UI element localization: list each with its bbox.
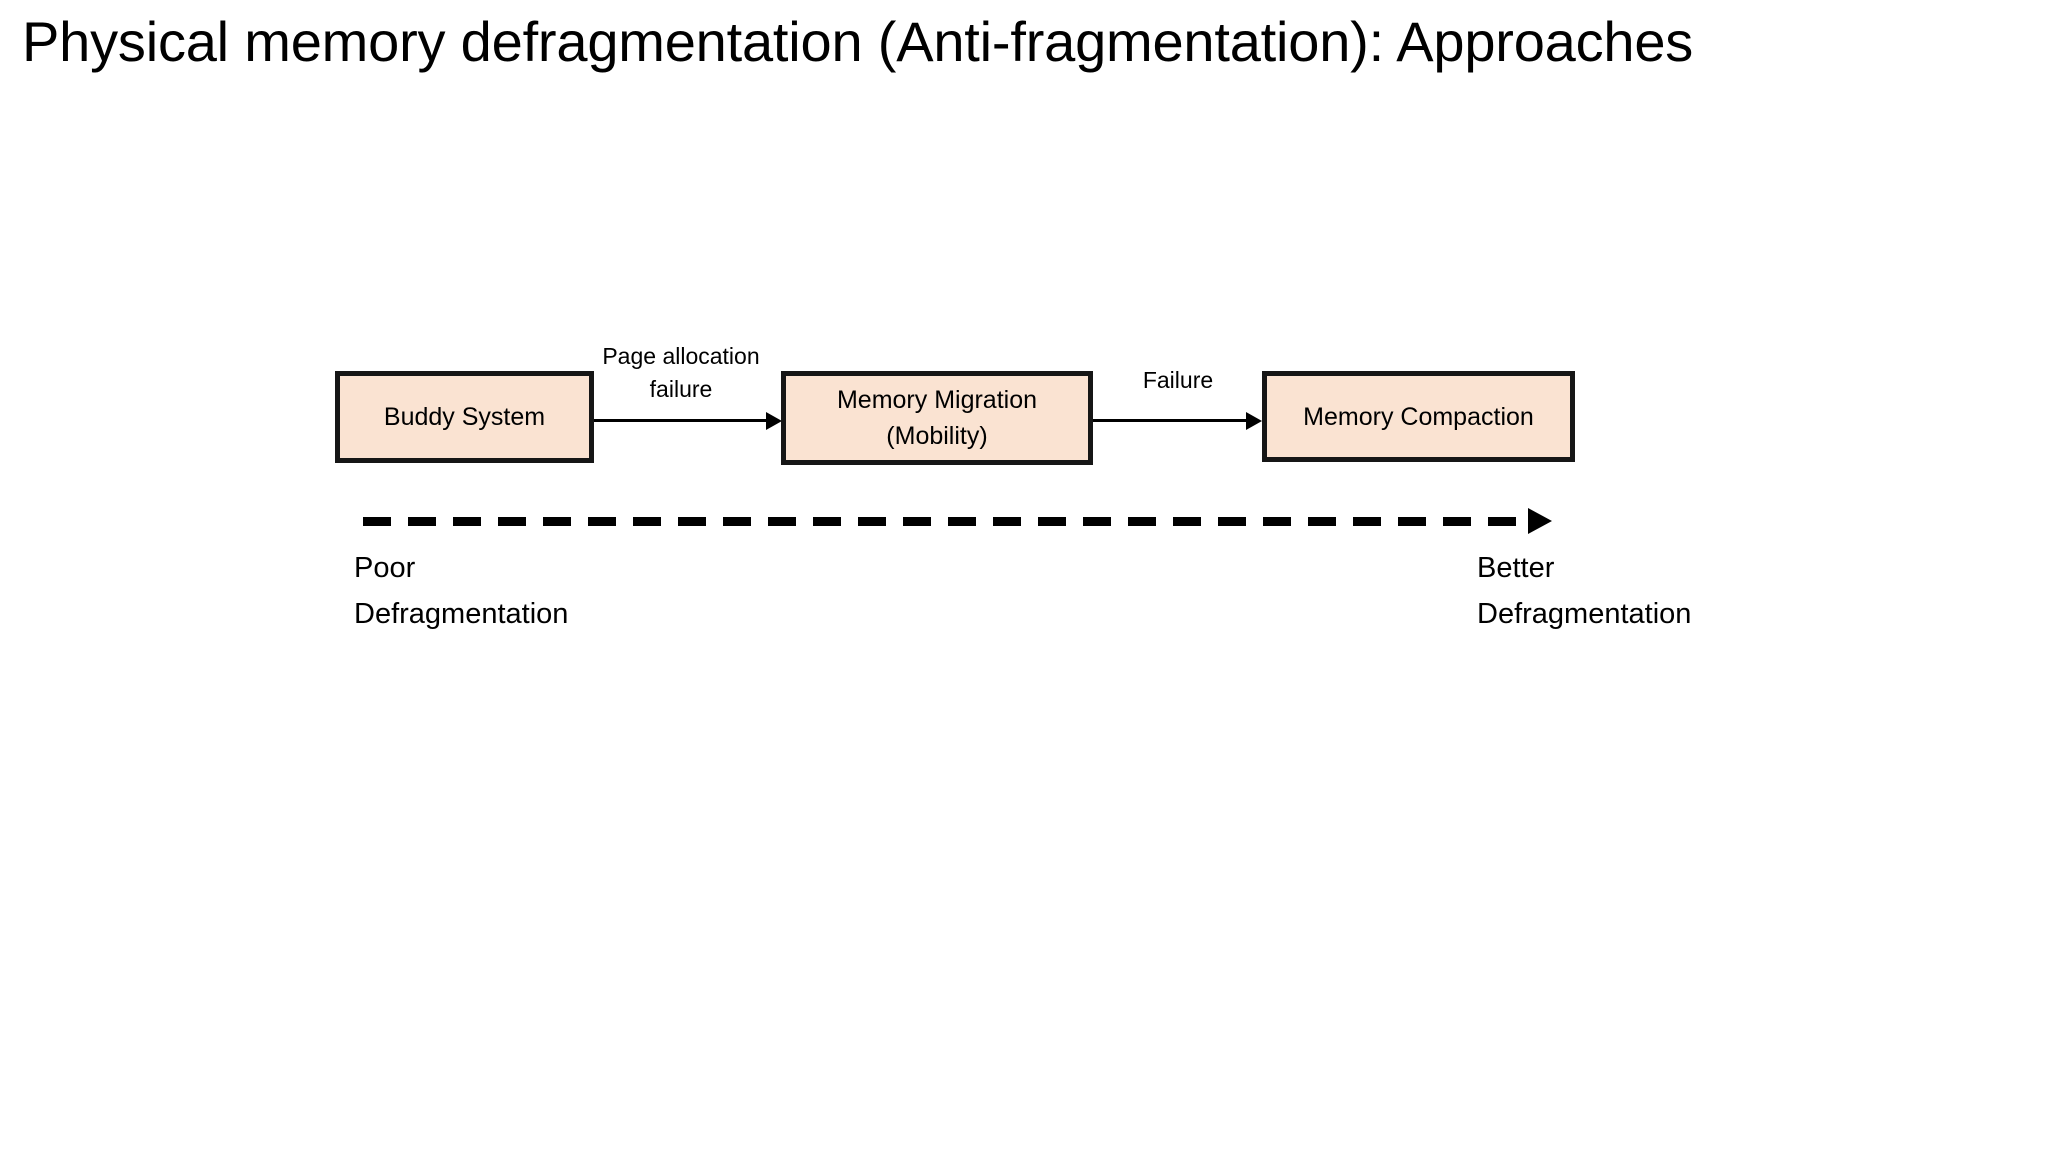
spectrum-caption-poor-defragmentation: Poor Defragmentation — [354, 552, 569, 630]
arrowhead-icon-migration-to-compaction — [1246, 412, 1262, 430]
edge-label-page-allocation-failure: Page allocation failure — [602, 343, 760, 402]
spectrum-arrowhead-icon — [1528, 508, 1552, 534]
flow-box-buddy-system[interactable]: Buddy System — [335, 371, 594, 463]
connector-line-migration-to-compaction — [1093, 419, 1248, 422]
flow-box-memory-migration[interactable]: Memory Migration (Mobility) — [781, 371, 1093, 465]
arrowhead-icon-buddy-to-migration — [766, 412, 782, 430]
flow-box-label: Buddy System — [383, 403, 546, 431]
edge-label-failure: Failure — [1142, 367, 1214, 393]
connector-line-buddy-to-migration — [594, 419, 768, 422]
flow-box-label: Memory Migration (Mobility) — [836, 386, 1038, 450]
spectrum-dashed-line — [363, 517, 1535, 526]
flow-box-label: Memory Compaction — [1303, 402, 1534, 431]
spectrum-caption-better-defragmentation: Better Defragmentation — [1477, 552, 1692, 630]
page-title: Physical memory defragmentation (Anti-fr… — [22, 10, 1694, 73]
flow-box-memory-compaction[interactable]: Memory Compaction — [1262, 371, 1575, 462]
